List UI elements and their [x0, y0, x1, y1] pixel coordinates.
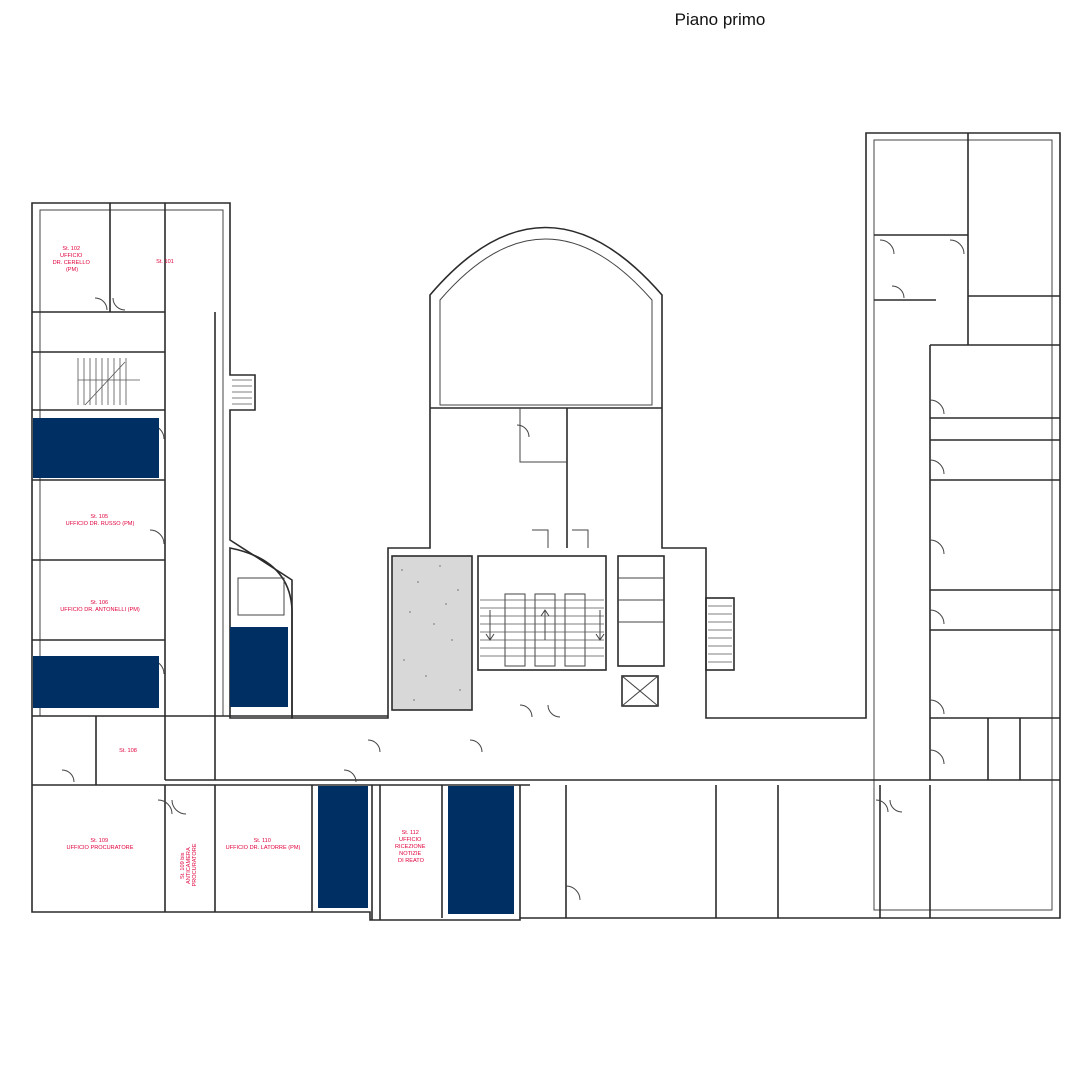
room-label-106: St. 106 UFFICIO DR. ANTONELLI (PM): [60, 600, 140, 613]
bottom-row: [157, 704, 931, 920]
stone-block: [391, 555, 473, 711]
main-staircase: [477, 555, 607, 671]
building-outline: [31, 132, 1061, 921]
plan-title: Piano primo: [674, 10, 766, 29]
central-hall: [430, 238, 662, 548]
room-label-110: St. 110 UFFICIO DR. LATORRE (PM): [226, 838, 301, 851]
highlight-room-111: [318, 786, 368, 908]
highlight-room-113: [448, 786, 514, 914]
right-wing: [520, 133, 1060, 781]
room-label-112: St. 112 UFFICIO RICEZIONE NOTIZIE DI REA…: [395, 830, 427, 864]
room-label-102: St. 102 UFFICIO DR. CERELLO (PM): [53, 246, 92, 273]
highlighted-rooms: [33, 418, 514, 914]
highlight-room-stair: [230, 627, 288, 707]
room-label-101: St. 101: [156, 259, 174, 265]
highlight-room-107: [33, 656, 159, 708]
left-wing: [32, 203, 530, 786]
highlight-room-104: [33, 418, 159, 478]
stone-texture: [401, 565, 461, 701]
room-label-105: St. 105 UFFICIO DR. RUSSO (PM): [66, 514, 135, 527]
room-label-109bis: St. 109 bis ANTICAMERA PROCURATORE: [180, 843, 198, 886]
service-block: [617, 555, 735, 707]
room-label-109: St. 109 UFFICIO PROCURATORE: [67, 838, 134, 851]
room-label-108: St. 108: [119, 748, 137, 754]
